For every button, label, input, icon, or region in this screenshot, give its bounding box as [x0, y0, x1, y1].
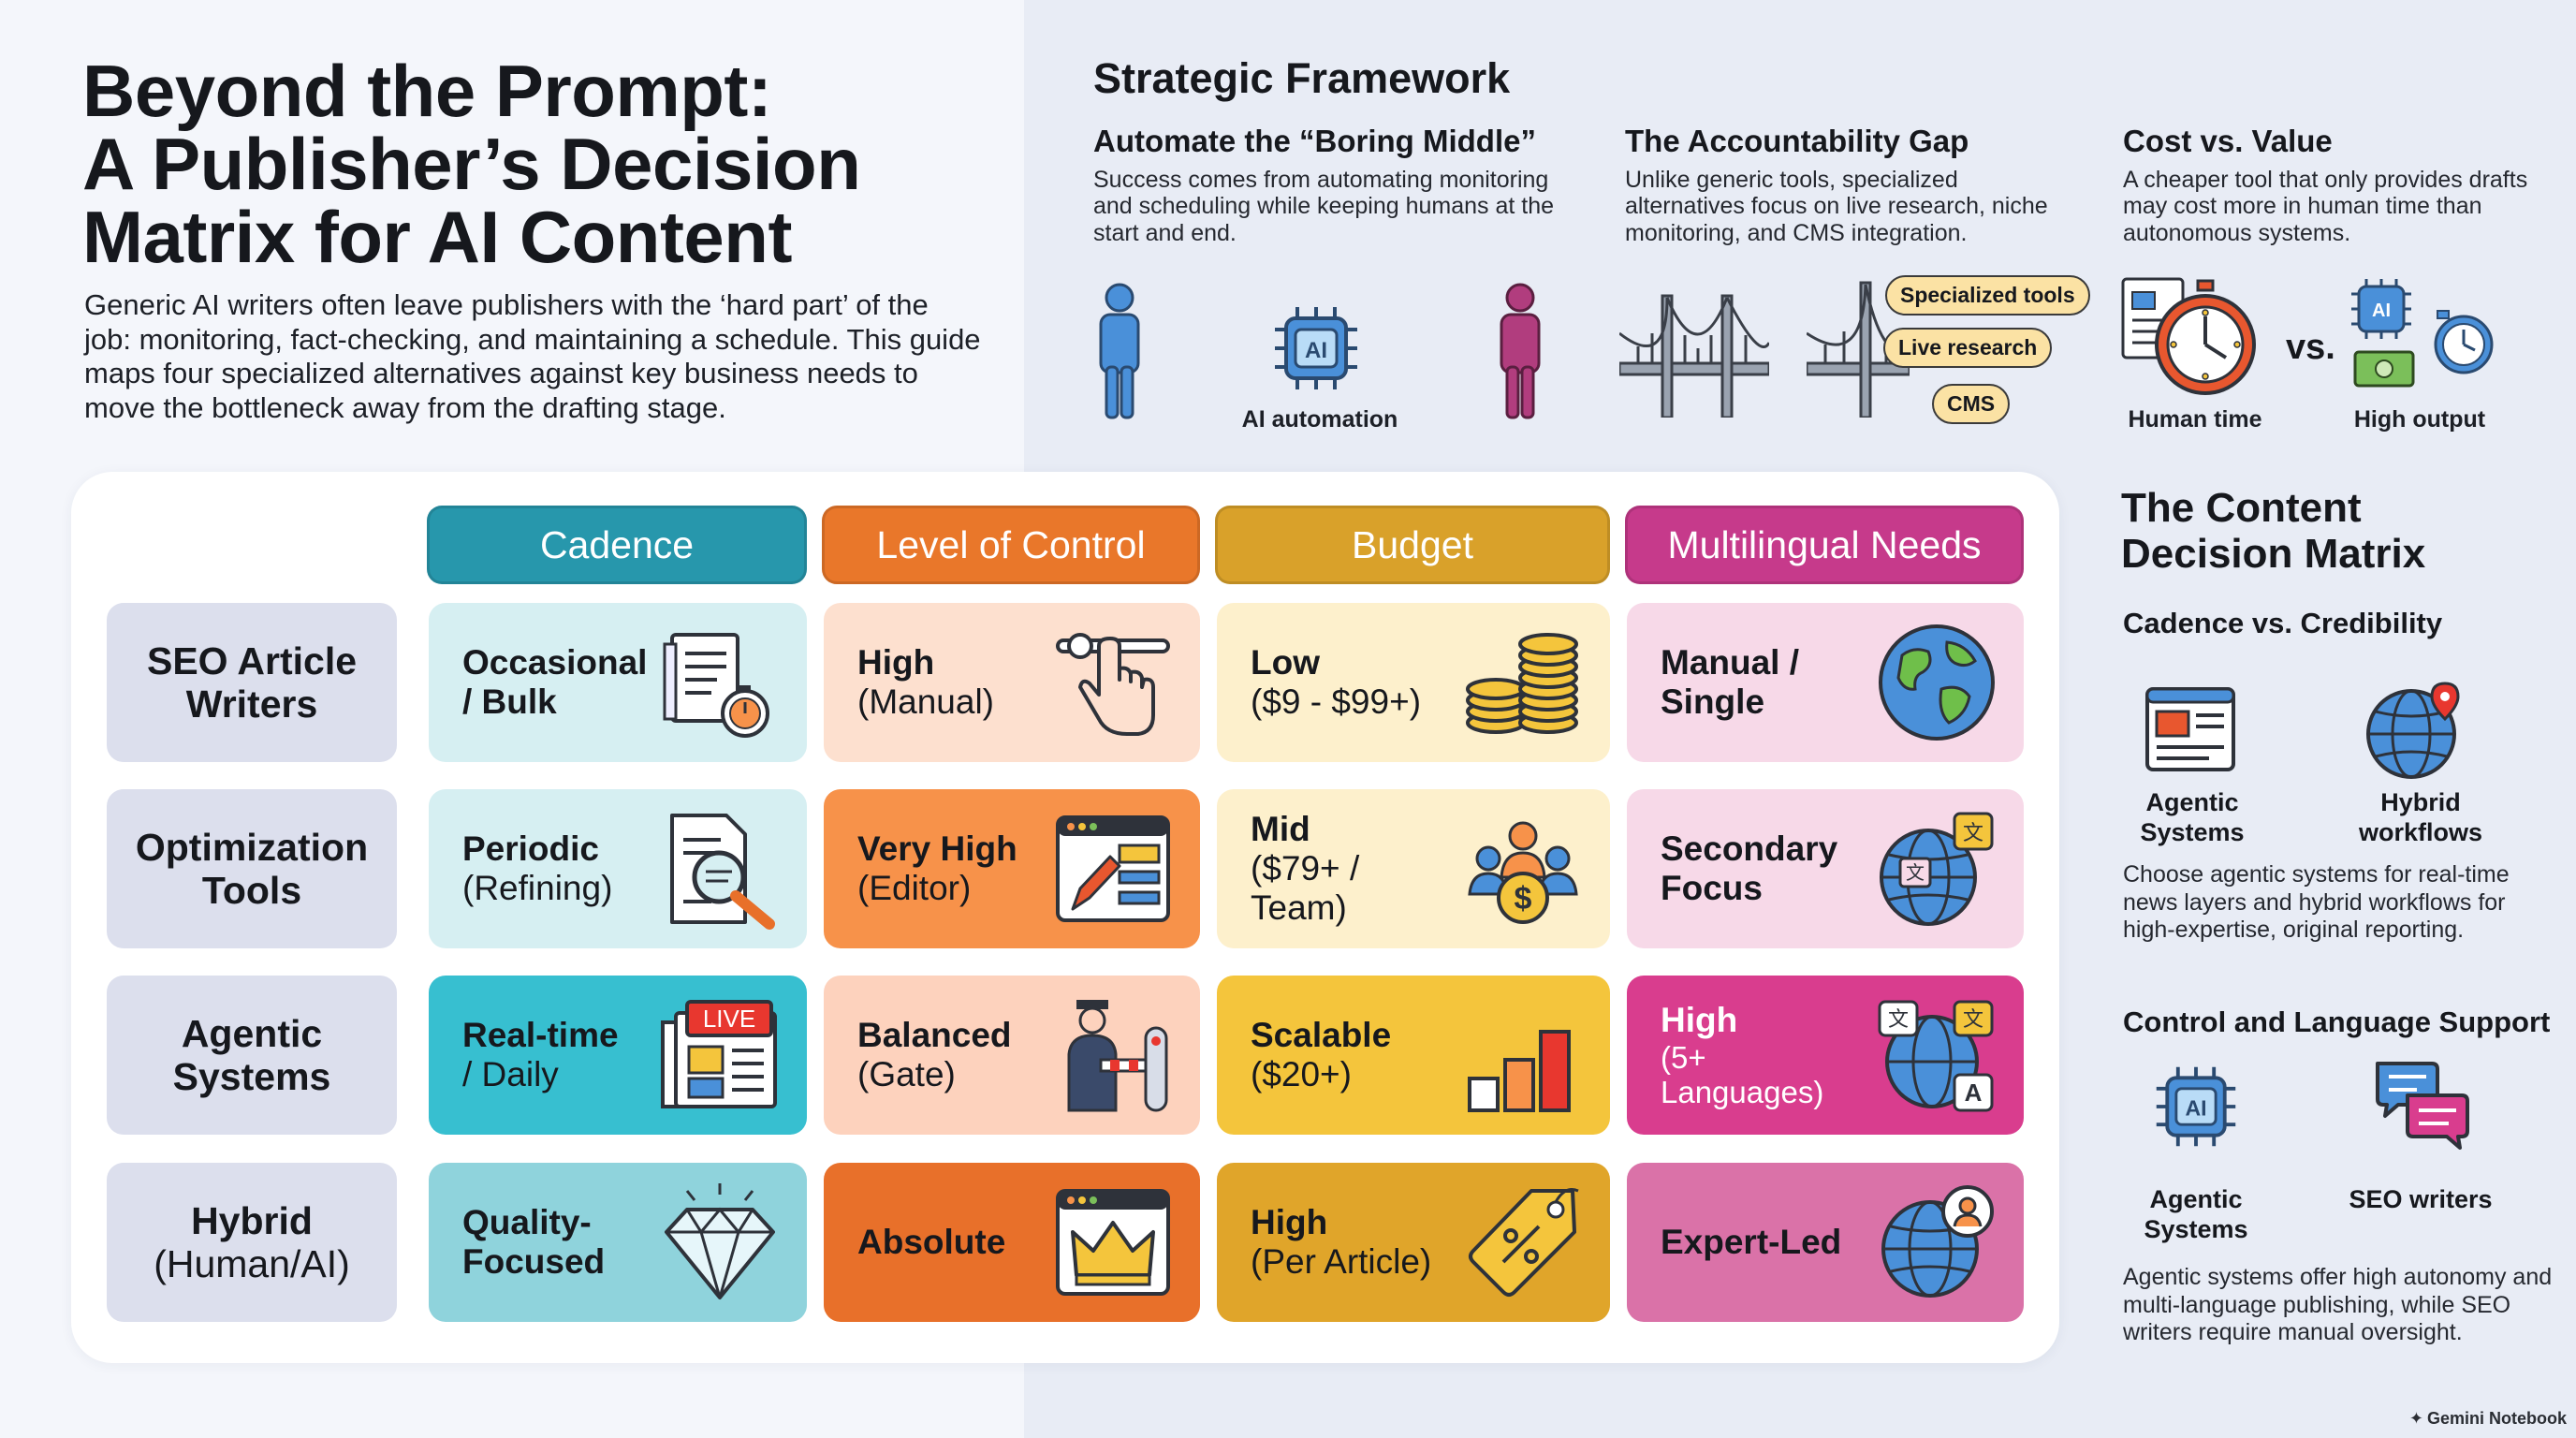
- globe-translate-icon: 文文: [1876, 808, 1998, 930]
- globe-expert-icon: [1876, 1181, 1998, 1303]
- team-dollar-icon: $: [1462, 808, 1584, 930]
- high-output-caption: High output: [2353, 406, 2486, 433]
- hand-slider-icon: [1052, 622, 1174, 743]
- control-language-subtitle: Control and Language Support: [2123, 1005, 2551, 1038]
- svg-text:AI: AI: [2185, 1096, 2206, 1121]
- header-multilingual-needs: Multilingual Needs: [1625, 506, 2024, 584]
- svg-text:文: 文: [1888, 1008, 1909, 1032]
- row-label-hybrid: Hybrid (Human/AI): [107, 1163, 397, 1322]
- seo-writers-caption: SEO writers: [2349, 1185, 2493, 1213]
- svg-text:AI: AI: [1305, 338, 1327, 363]
- gatekeeper-icon: [1052, 994, 1174, 1116]
- high-output-icon: AI: [2351, 279, 2494, 388]
- cell-seo-cadence: Occasional / Bulk: [429, 603, 807, 762]
- decision-matrix-title: The Content Decision Matrix: [2121, 485, 2426, 578]
- cell-agentic-budget: Scalable($20+): [1217, 976, 1610, 1135]
- framework-col-accountability: The Accountability Gap Unlike generic to…: [1625, 124, 2048, 246]
- cell-seo-control: High(Manual): [824, 603, 1200, 762]
- human-end-icon: [1500, 283, 1541, 419]
- row-label-agentic-systems: Agentic Systems: [107, 976, 397, 1135]
- cell-opt-cadence: Periodic(Refining): [429, 789, 807, 948]
- svg-text:文: 文: [1906, 861, 1925, 884]
- price-tag-icon: [1462, 1181, 1584, 1303]
- agentic-systems-icon: [2145, 687, 2235, 771]
- svg-text:A: A: [1965, 1078, 1983, 1107]
- cell-opt-control: Very High(Editor): [824, 789, 1200, 948]
- document-magnifier-icon: [659, 808, 781, 930]
- cell-hybrid-cadence: Quality-Focused: [429, 1163, 807, 1322]
- svg-text:文: 文: [1963, 822, 1983, 845]
- footer-brand: ✦Gemini Notebook: [2408, 1409, 2567, 1428]
- row-label-optimization-tools: Optimization Tools: [107, 789, 397, 948]
- row-label-seo-article-writers: SEO Article Writers: [107, 603, 397, 762]
- page-title: Beyond the Prompt: A Publisher’s Decisio…: [82, 50, 861, 278]
- framework-col-cost: Cost vs. Value A cheaper tool that only …: [2123, 124, 2528, 246]
- chat-bubbles-icon: [2376, 1062, 2469, 1150]
- human-start-icon: [1099, 283, 1140, 419]
- editor-window-icon: [1052, 808, 1174, 930]
- ai-automation-caption: AI automation: [1241, 406, 1398, 433]
- header-cadence: Cadence: [427, 506, 807, 584]
- cell-seo-multilingual: Manual / Single: [1627, 603, 2024, 762]
- sparkle-icon: ✦: [2408, 1409, 2423, 1428]
- vs-label: vs.: [2286, 328, 2335, 367]
- cadence-credibility-subtitle: Cadence vs. Credibility: [2123, 607, 2443, 639]
- cell-agentic-cadence: Real-time/ Daily LIVE: [429, 976, 807, 1135]
- agentic-ai-chip-icon: AI: [2156, 1066, 2236, 1147]
- bridge-gap-icon: [1619, 294, 1769, 418]
- live-newspaper-icon: LIVE: [659, 994, 781, 1116]
- globe-languages-icon: 文 文 A: [1876, 994, 1998, 1116]
- framework-col-automate: Automate the “Boring Middle” Success com…: [1093, 124, 1555, 246]
- pill-cms: CMS: [1932, 384, 2011, 424]
- human-time-caption: Human time: [2128, 406, 2262, 433]
- svg-text:AI: AI: [2372, 301, 2391, 321]
- header-budget: Budget: [1215, 506, 1610, 584]
- ai-chip-icon: AI: [1275, 307, 1357, 389]
- pill-live-research: Live research: [1883, 328, 2053, 368]
- cell-agentic-control: Balanced(Gate): [824, 976, 1200, 1135]
- hybrid-workflows-caption: Hybrid workflows: [2358, 788, 2483, 846]
- cell-hybrid-control: Absolute: [824, 1163, 1200, 1322]
- agentic-systems-caption-2: Agentic Systems: [2144, 1185, 2248, 1243]
- hybrid-globe-pin-icon: [2366, 682, 2460, 779]
- pill-specialized-tools: Specialized tools: [1885, 275, 2090, 315]
- growth-bars-icon: [1462, 994, 1584, 1116]
- coin-stack-icon: [1462, 622, 1584, 743]
- svg-text:LIVE: LIVE: [703, 1005, 755, 1033]
- cell-opt-multilingual: Secondary Focus 文文: [1627, 789, 2024, 948]
- cadence-credibility-text: Choose agentic systems for real-time new…: [2123, 861, 2510, 943]
- globe-icon: [1876, 622, 1998, 743]
- crown-window-icon: [1052, 1181, 1174, 1303]
- cell-opt-budget: Mid($79+ / Team) $: [1217, 789, 1610, 948]
- svg-text:文: 文: [1963, 1008, 1983, 1032]
- cell-hybrid-multilingual: Expert-Led: [1627, 1163, 2024, 1322]
- diamond-icon: [659, 1181, 781, 1303]
- agentic-systems-caption: Agentic Systems: [2140, 788, 2245, 846]
- control-language-text: Agentic systems offer high autonomy and …: [2123, 1264, 2553, 1345]
- svg-text:$: $: [1515, 881, 1532, 917]
- header-level-of-control: Level of Control: [822, 506, 1200, 584]
- document-stopwatch-icon: [659, 622, 781, 743]
- human-time-icon: [2121, 277, 2256, 395]
- intro-text: Generic AI writers often leave publisher…: [84, 288, 981, 424]
- framework-title: Strategic Framework: [1093, 54, 1511, 102]
- cell-hybrid-budget: High(Per Article): [1217, 1163, 1610, 1322]
- cell-seo-budget: Low($9 - $99+): [1217, 603, 1610, 762]
